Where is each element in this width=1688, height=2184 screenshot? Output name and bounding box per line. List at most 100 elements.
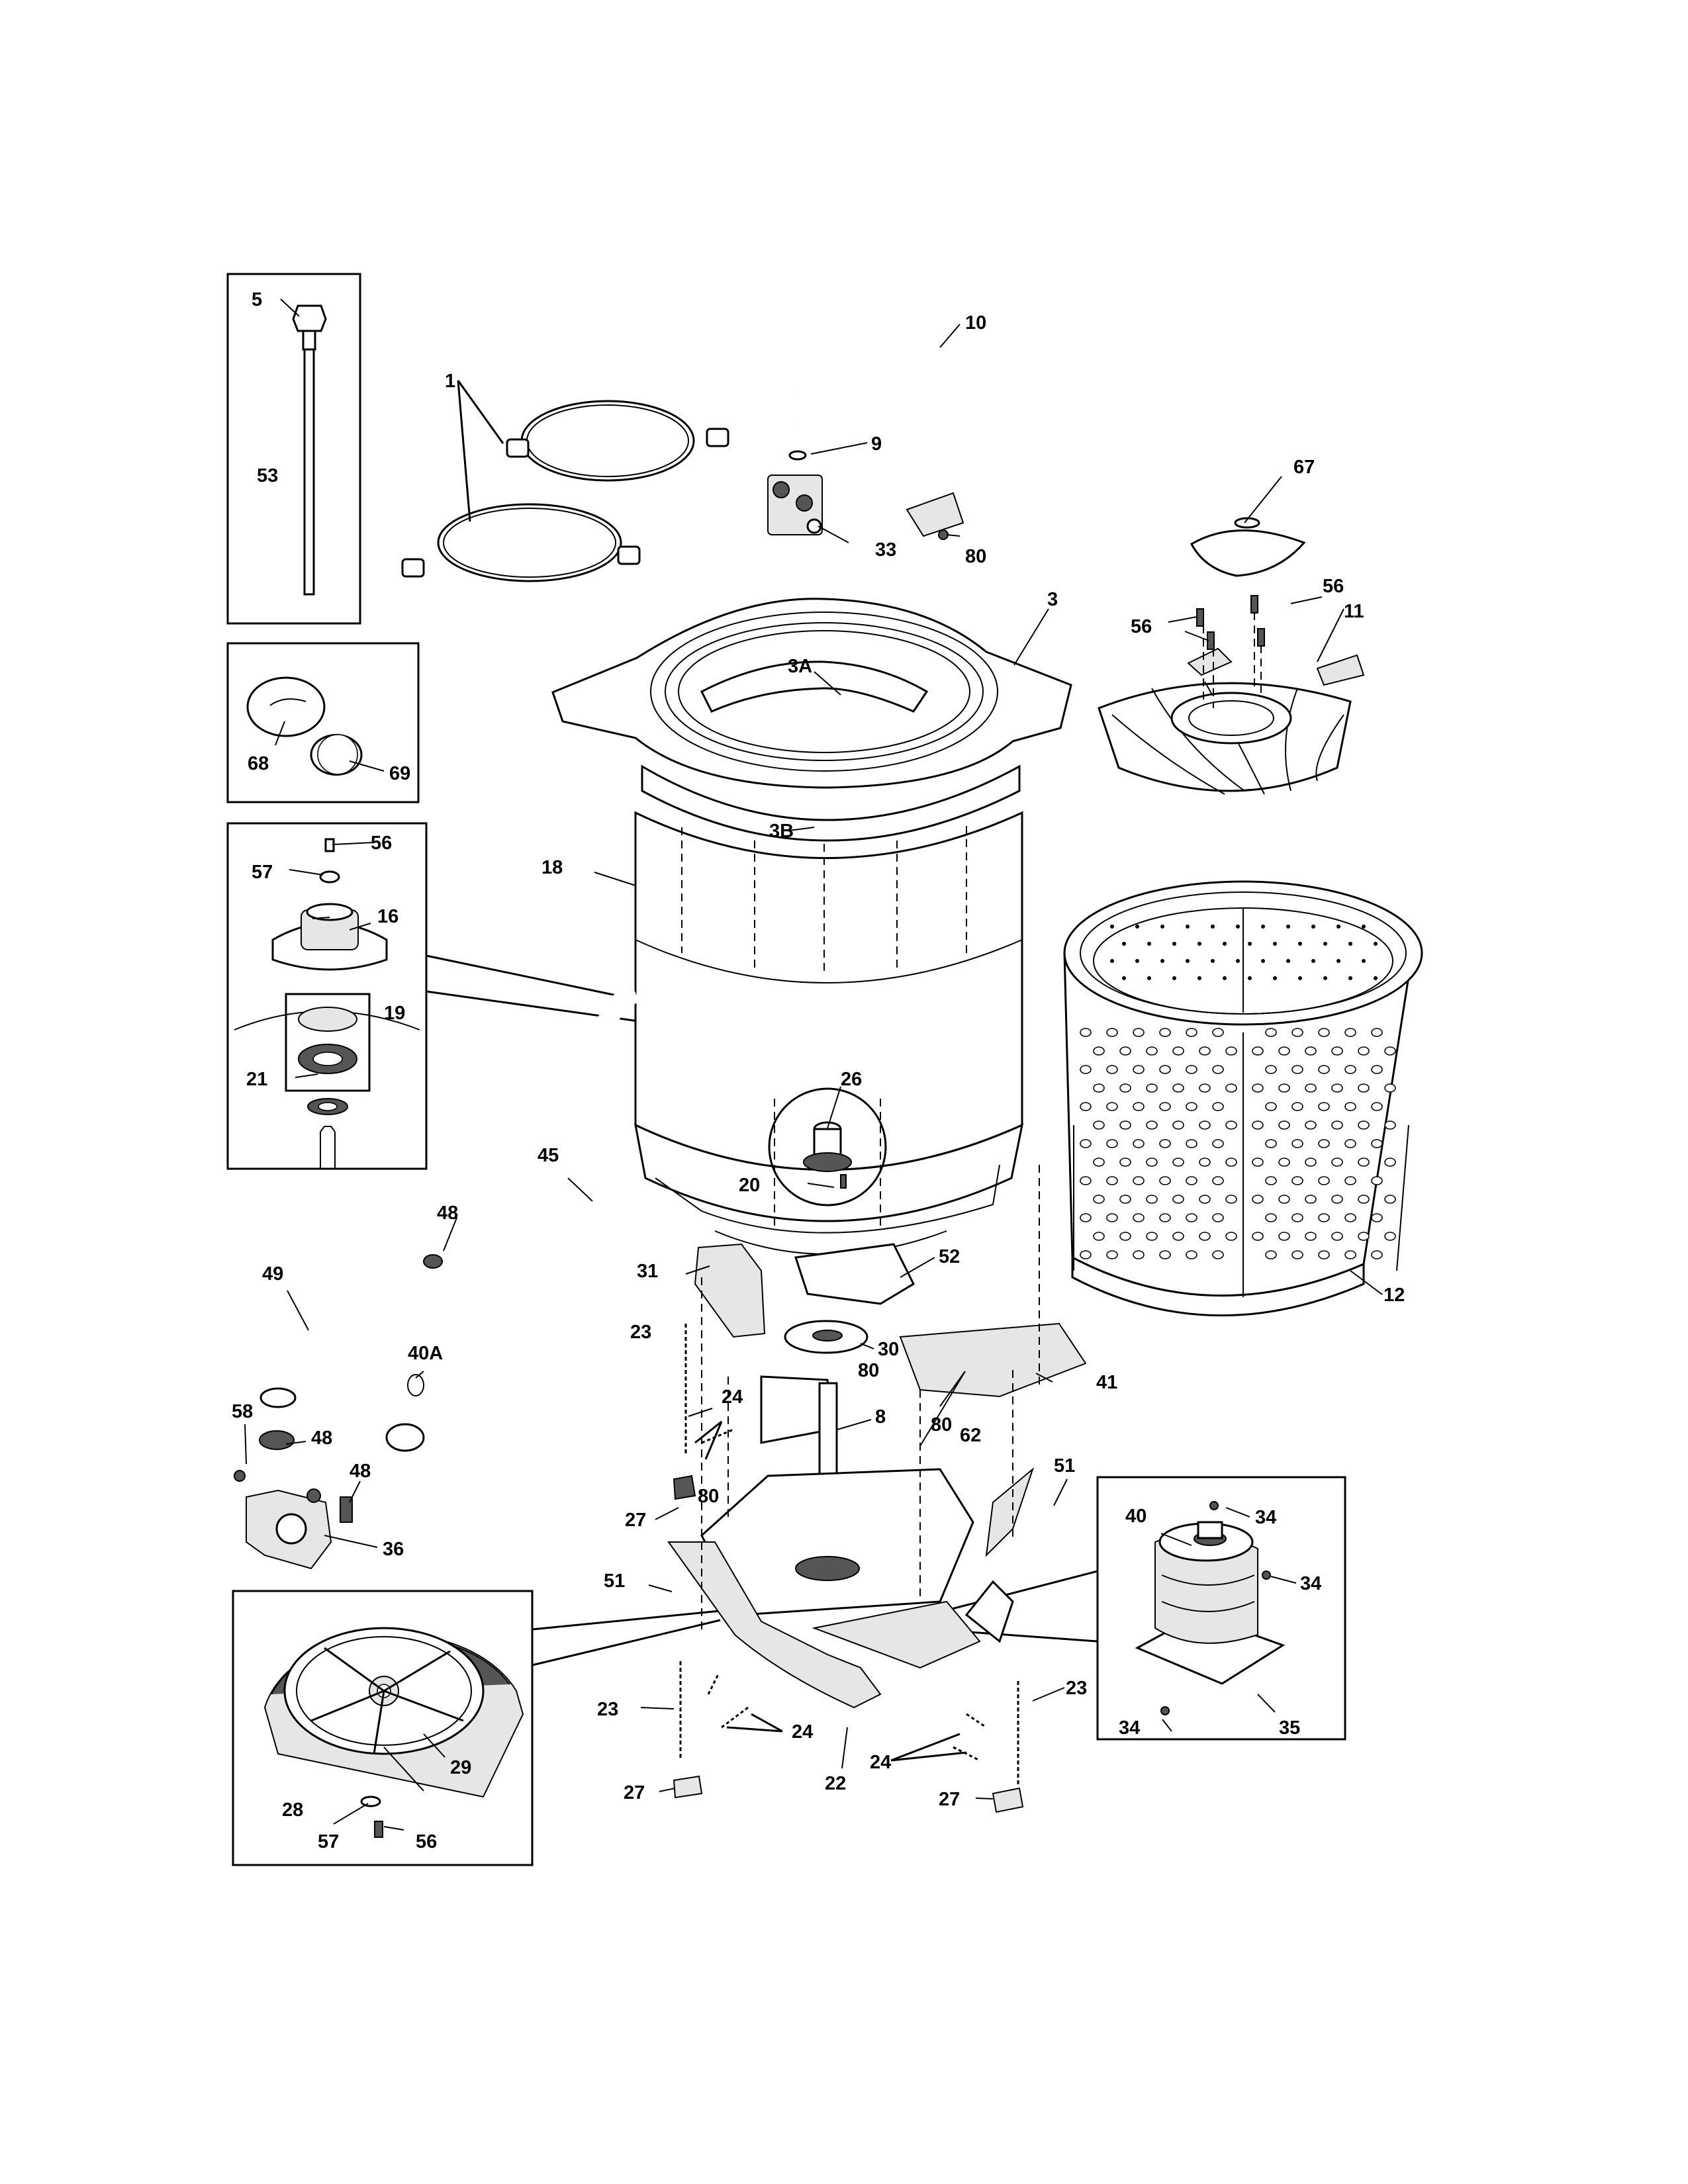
inset-box-fill-tube bbox=[226, 273, 361, 625]
callout-28: 28 bbox=[282, 1799, 303, 1821]
callout-labels: 1 3 3A 3B 5 8 9 10 11 12 16 18 19 20 21 … bbox=[232, 289, 1405, 1852]
cap bbox=[1190, 517, 1306, 577]
callout-27-top: 27 bbox=[625, 1510, 646, 1531]
basket-hole bbox=[1186, 1139, 1197, 1148]
basket-hole bbox=[1265, 1028, 1277, 1037]
callout-18: 18 bbox=[541, 857, 563, 878]
basket-floor-hole bbox=[1273, 942, 1277, 946]
basket-hole bbox=[1252, 1083, 1264, 1093]
callout-3: 3 bbox=[1047, 589, 1058, 610]
callout-68: 68 bbox=[248, 753, 269, 774]
callout-45: 45 bbox=[538, 1145, 559, 1166]
callout-40a: 40A bbox=[408, 1343, 443, 1364]
callout-24-top: 24 bbox=[722, 1387, 743, 1408]
callout-58: 58 bbox=[232, 1401, 253, 1422]
basket-hole bbox=[1172, 1232, 1184, 1241]
basket-hole bbox=[1212, 1139, 1224, 1148]
callout-16: 16 bbox=[377, 906, 399, 927]
basket-floor-hole bbox=[1147, 942, 1151, 946]
basket-hole bbox=[1119, 1158, 1131, 1167]
callout-35: 35 bbox=[1279, 1717, 1300, 1739]
basket-floor-hole bbox=[1323, 942, 1327, 946]
feet-27 bbox=[673, 1475, 1024, 1813]
basket-floor-hole bbox=[1135, 925, 1139, 929]
basket-hole bbox=[1331, 1232, 1343, 1241]
basket-hole bbox=[1159, 1176, 1171, 1185]
callout-9: 9 bbox=[871, 433, 882, 455]
basket-floor-hole bbox=[1362, 925, 1366, 929]
basket-hole bbox=[1093, 1158, 1105, 1167]
basket-floor-hole bbox=[1311, 925, 1315, 929]
callout-80-bracket: 80 bbox=[931, 1414, 952, 1435]
basket-hole bbox=[1318, 1065, 1330, 1074]
basket-hole bbox=[1291, 1139, 1303, 1148]
basket-hole bbox=[1212, 1176, 1224, 1185]
basket-floor-hole bbox=[1110, 925, 1114, 929]
basket-hole bbox=[1146, 1232, 1158, 1241]
callout-31: 31 bbox=[637, 1261, 658, 1282]
basket-hole bbox=[1186, 1028, 1197, 1037]
basket-floor-hole bbox=[1323, 976, 1327, 980]
basket-hole bbox=[1199, 1083, 1211, 1093]
basket-floor-hole bbox=[1147, 976, 1151, 980]
callout-20: 20 bbox=[739, 1175, 760, 1196]
basket-floor-hole bbox=[1236, 925, 1240, 929]
basket-hole bbox=[1278, 1158, 1290, 1167]
callout-56-left: 56 bbox=[1131, 616, 1152, 637]
basket-hole bbox=[1384, 1046, 1396, 1056]
basket-hole bbox=[1344, 1102, 1356, 1111]
tub-top-ring bbox=[551, 598, 1072, 842]
basket-hole bbox=[1225, 1083, 1237, 1093]
basket-hole bbox=[1252, 1195, 1264, 1204]
basket-hole bbox=[1252, 1046, 1264, 1056]
basket-hole bbox=[1146, 1046, 1158, 1056]
basket-hole bbox=[1371, 1139, 1383, 1148]
basket-floor-hole bbox=[1248, 976, 1252, 980]
basket-hole bbox=[1080, 1213, 1092, 1222]
callout-48-top: 48 bbox=[437, 1203, 458, 1224]
basket-hole bbox=[1159, 1139, 1171, 1148]
basket-hole bbox=[1093, 1046, 1105, 1056]
basket-hole bbox=[1133, 1102, 1145, 1111]
callout-69: 69 bbox=[389, 763, 410, 784]
basket-floor-hole bbox=[1286, 925, 1290, 929]
basket-hole bbox=[1384, 1120, 1396, 1130]
basket-hole bbox=[1252, 1158, 1264, 1167]
basket-hole bbox=[1291, 1028, 1303, 1037]
basket-floor-hole bbox=[1172, 942, 1176, 946]
callout-26: 26 bbox=[841, 1069, 862, 1090]
basket-hole bbox=[1358, 1083, 1370, 1093]
callout-57-pulley: 57 bbox=[318, 1831, 339, 1852]
basket-hole bbox=[1371, 1102, 1383, 1111]
basket-hole bbox=[1331, 1083, 1343, 1093]
basket-hole bbox=[1344, 1028, 1356, 1037]
basket-hole bbox=[1106, 1139, 1118, 1148]
callout-24-left: 24 bbox=[792, 1721, 813, 1743]
basket-hole bbox=[1305, 1083, 1317, 1093]
basket-hole bbox=[1172, 1158, 1184, 1167]
basket-hole bbox=[1318, 1028, 1330, 1037]
springs-23 bbox=[679, 1324, 1019, 1787]
basket-hole bbox=[1291, 1176, 1303, 1185]
basket-hole bbox=[1080, 1028, 1092, 1037]
basket-hole bbox=[1159, 1250, 1171, 1259]
basket-hole bbox=[1344, 1065, 1356, 1074]
basket-floor-hole bbox=[1298, 942, 1302, 946]
basket-hole bbox=[1344, 1176, 1356, 1185]
callout-53: 53 bbox=[257, 465, 278, 486]
callout-48-low: 48 bbox=[350, 1461, 371, 1482]
basket-hole bbox=[1133, 1176, 1145, 1185]
basket-floor-hole bbox=[1197, 942, 1201, 946]
basket-hole bbox=[1212, 1250, 1224, 1259]
basket-hole bbox=[1265, 1250, 1277, 1259]
basket-hole bbox=[1371, 1028, 1383, 1037]
basket-hole bbox=[1305, 1046, 1317, 1056]
callout-1: 1 bbox=[445, 371, 455, 392]
callout-34-top: 34 bbox=[1255, 1507, 1276, 1528]
callout-40: 40 bbox=[1125, 1506, 1147, 1527]
basket-hole bbox=[1358, 1195, 1370, 1204]
basket-floor-hole bbox=[1336, 925, 1340, 929]
basket-hole bbox=[1291, 1065, 1303, 1074]
callout-29: 29 bbox=[450, 1757, 471, 1778]
